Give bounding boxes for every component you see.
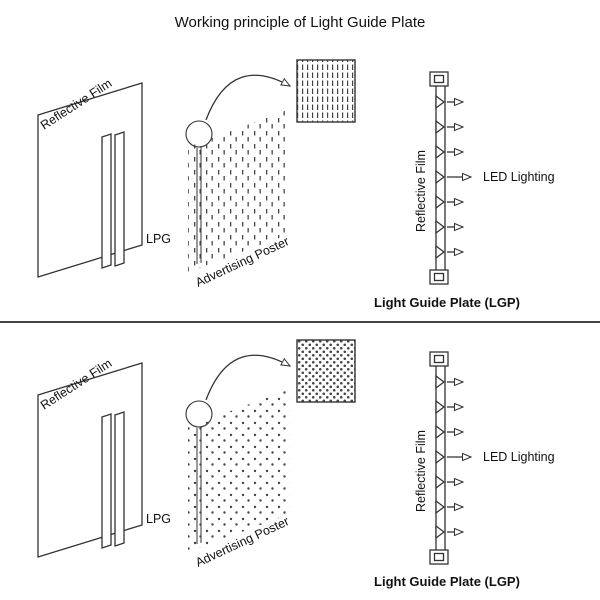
led-lighting-label: LED Lighting	[483, 170, 555, 184]
side-reflective-film-label: Reflective Film	[414, 430, 428, 512]
lpg-label: LPG	[146, 512, 171, 526]
zoom-inset-box	[296, 59, 356, 123]
lgp-caption: Light Guide Plate (LGP)	[374, 295, 520, 310]
advertising-poster-panel	[188, 389, 290, 552]
lpg-label: LPG	[146, 232, 171, 246]
diagram-title: Working principle of Light Guide Plate	[175, 14, 426, 31]
advertising-poster-panel	[188, 109, 290, 272]
side-reflective-film-label: Reflective Film	[414, 150, 428, 232]
cross-section-view	[430, 352, 471, 564]
zoom-inset-box	[296, 339, 356, 403]
section-top: Reflective Film LPG Advertising Poster R…	[38, 59, 555, 310]
led-lighting-label: LED Lighting	[483, 450, 555, 464]
section-bottom: Reflective Film LPG Advertising Poster R…	[38, 339, 555, 589]
lgp-caption: Light Guide Plate (LGP)	[374, 574, 520, 589]
cross-section-view	[430, 72, 471, 284]
